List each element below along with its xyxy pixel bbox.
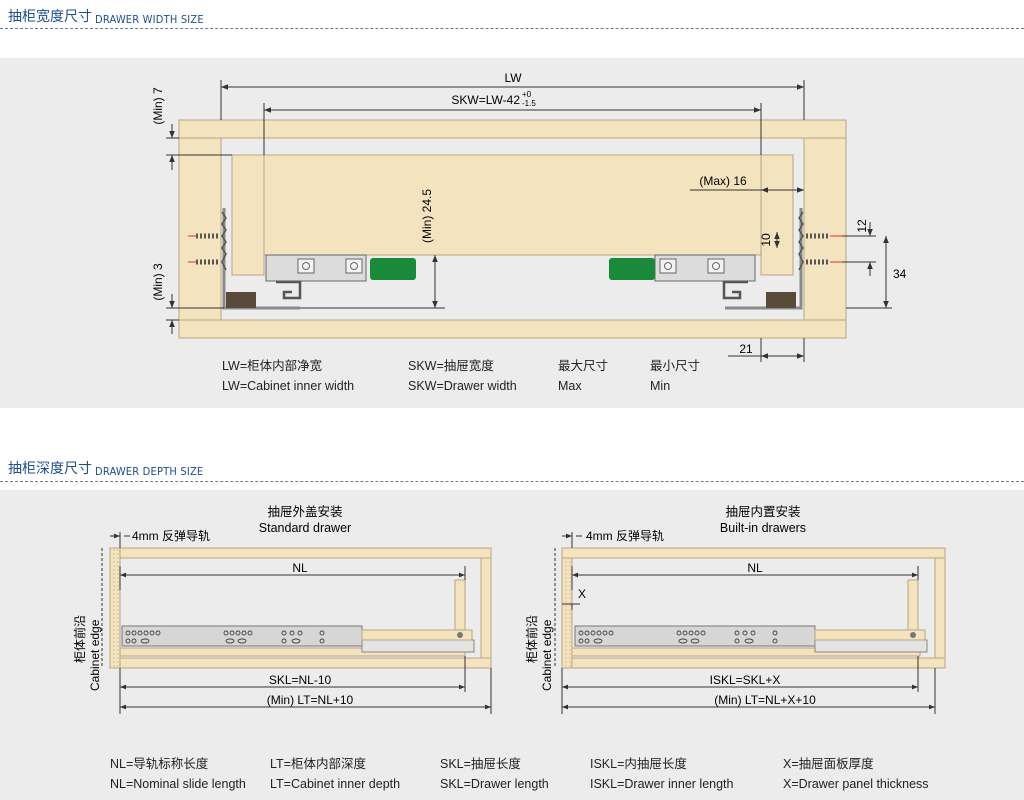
std-rebound: 4mm 反弹导轨 [132, 529, 210, 543]
dim-34 [846, 236, 892, 309]
legend-lw-cn: LW=柜体内部净宽 [222, 359, 323, 373]
bi-title-cn: 抽屉内置安装 [725, 504, 800, 519]
bi-edge-en: Cabinet edge [540, 619, 554, 691]
cabinet-frame [178, 119, 847, 339]
dim-min7-label: (Min) 7 [151, 87, 165, 125]
screw-centerlines [188, 235, 842, 263]
bi-nl: NL [747, 561, 763, 575]
legend-min-cn: 最小尺寸 [650, 359, 701, 373]
standard-drawer-diagram: 抽屉外盖安装 Standard drawer [72, 504, 492, 714]
legend-iskl-en: ISKL=Drawer inner length [590, 777, 734, 791]
width-legend-lw: LW=柜体内部净宽 LW=Cabinet inner width [222, 356, 354, 396]
legend-lt-cn: LT=柜体内部深度 [270, 757, 366, 771]
dim-min7 [166, 124, 232, 170]
right-screws [806, 233, 830, 265]
legend-skl-en: SKL=Drawer length [440, 777, 549, 791]
dim-min245 [300, 255, 445, 309]
dim-min3 [166, 294, 224, 334]
bi-title-en: Built-in drawers [720, 521, 806, 535]
std-edge-cn: 柜体前沿 [72, 615, 87, 663]
dim-34-label: 34 [893, 267, 907, 281]
legend-max-en: Max [558, 379, 582, 393]
depth-legend-skl: SKL=抽屉长度 SKL=Drawer length [440, 754, 549, 794]
dim-21 [728, 338, 805, 362]
bi-edge-cn: 柜体前沿 [524, 615, 539, 663]
legend-nl-cn: NL=导轨标称长度 [110, 757, 209, 771]
bi-slide [574, 625, 928, 653]
dim-skw [263, 103, 762, 155]
bi-skl: ISKL=SKL+X [710, 673, 781, 687]
depth-legend-iskl: ISKL=内抽屉长度 ISKL=Drawer inner length [590, 754, 733, 794]
legend-skw-cn: SKW=抽屉宽度 [408, 359, 494, 373]
width-legend-min: 最小尺寸 Min [650, 356, 700, 396]
legend-max-cn: 最大尺寸 [558, 359, 609, 373]
std-nl: NL [292, 561, 308, 575]
dim-max16-label: (Max) 16 [699, 174, 747, 188]
section1-divider [0, 28, 1024, 29]
dim-min3-label: (Min) 3 [151, 263, 165, 301]
bi-lt: (Min) LT=NL+X+10 [714, 693, 816, 707]
legend-skw-en: SKW=Drawer width [408, 379, 517, 393]
dim-skw-label: SKW=LW-42 [451, 93, 520, 107]
dim-12-label: 12 [855, 219, 869, 233]
dim-21-label: 21 [739, 342, 753, 356]
section2-title-cn: 抽柜深度尺寸 [8, 461, 92, 477]
bi-rebound: 4mm 反弹导轨 [586, 529, 664, 543]
bi-x: X [578, 587, 586, 601]
legend-iskl-cn: ISKL=内抽屉长度 [590, 757, 687, 771]
depth-legend-lt: LT=柜体内部深度 LT=Cabinet inner depth [270, 754, 400, 794]
section2-divider [0, 481, 1024, 482]
legend-lt-en: LT=Cabinet inner depth [270, 777, 401, 791]
depth-legend-nl: NL=导轨标称长度 NL=Nominal slide length [110, 754, 246, 794]
std-skl: SKL=NL-10 [269, 673, 332, 687]
legend-skl-cn: SKL=抽屉长度 [440, 757, 521, 771]
std-edge-en: Cabinet edge [88, 619, 102, 691]
section1-title-en: DRAWER WIDTH SIZE [95, 13, 204, 26]
std-title-en: Standard drawer [259, 521, 351, 535]
legend-nl-en: NL=Nominal slide length [110, 777, 246, 791]
dim-lw [220, 80, 805, 120]
builtin-drawer-diagram: 抽屉内置安装 Built-in drawers [524, 504, 946, 714]
width-legend-max: 最大尺寸 Max [558, 356, 608, 396]
std-lt: (Min) LT=NL+10 [267, 693, 354, 707]
section2-title-en: DRAWER DEPTH SIZE [95, 465, 204, 478]
section2-heading: 抽柜深度尺寸 DRAWER DEPTH SIZE [8, 456, 203, 478]
legend-x-cn: X=抽屉面板厚度 [783, 757, 874, 771]
section1-heading: 抽柜宽度尺寸 DRAWER WIDTH SIZE [8, 4, 204, 26]
dim-skw-tol-plus: +0 [522, 90, 532, 99]
std-title-cn: 抽屉外盖安装 [267, 504, 342, 519]
drawer-box [231, 154, 794, 276]
dim-skw-tol-minus: -1.5 [522, 99, 536, 108]
dim-lw-label: LW [504, 71, 522, 85]
legend-lw-en: LW=Cabinet inner width [222, 379, 355, 393]
width-legend-skw: SKW=抽屉宽度 SKW=Drawer width [408, 356, 517, 396]
legend-x-en: X=Drawer panel thickness [783, 777, 929, 791]
dim-10-label: 10 [759, 233, 773, 247]
depth-legend-x: X=抽屉面板厚度 X=Drawer panel thickness [783, 754, 929, 794]
std-slide [121, 625, 475, 653]
left-screws [196, 233, 220, 265]
legend-min-en: Min [650, 379, 671, 393]
section1-title-cn: 抽柜宽度尺寸 [8, 9, 92, 25]
dim-12 [842, 222, 876, 276]
width-diagram: LW SKW=LW-42 +0 -1.5 (Min) 7 (Min) 3 (Mi… [151, 71, 907, 362]
right-slide-rail [609, 208, 804, 310]
dim-min245-label: (Min) 24.5 [420, 189, 434, 243]
